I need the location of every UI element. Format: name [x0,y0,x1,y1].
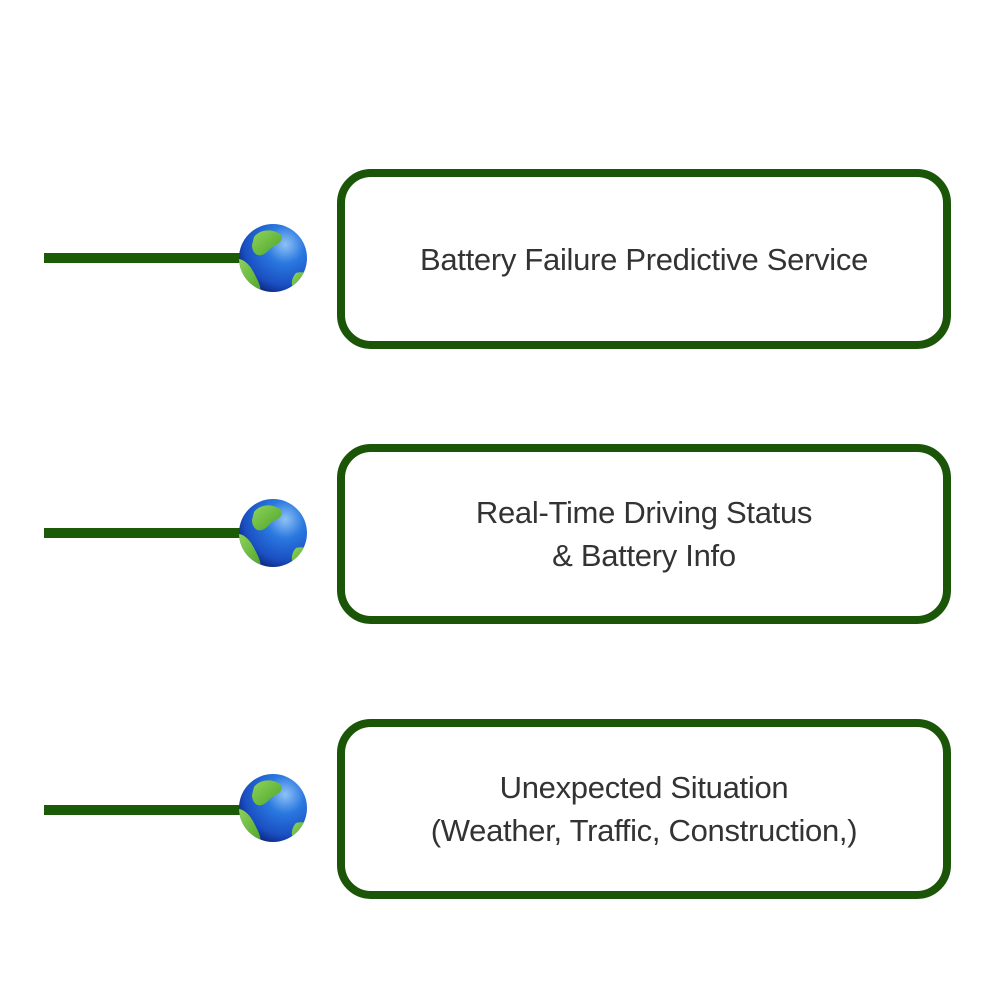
globe-icon [239,774,307,842]
service-box-battery-failure: Battery Failure Predictive Service [337,169,951,349]
connector-line-3 [44,805,244,815]
service-box-unexpected-situation: Unexpected Situation (Weather, Traffic, … [337,719,951,899]
service-box-label: Unexpected Situation (Weather, Traffic, … [430,770,858,848]
service-box-label: Battery Failure Predictive Service [419,241,869,277]
globe-icon [239,224,307,292]
globe-icon [239,499,307,567]
connector-line-1 [44,253,244,263]
connector-line-2 [44,528,244,538]
service-box-label: Real-Time Driving Status & Battery Info [475,495,813,573]
service-box-driving-status: Real-Time Driving Status & Battery Info [337,444,951,624]
